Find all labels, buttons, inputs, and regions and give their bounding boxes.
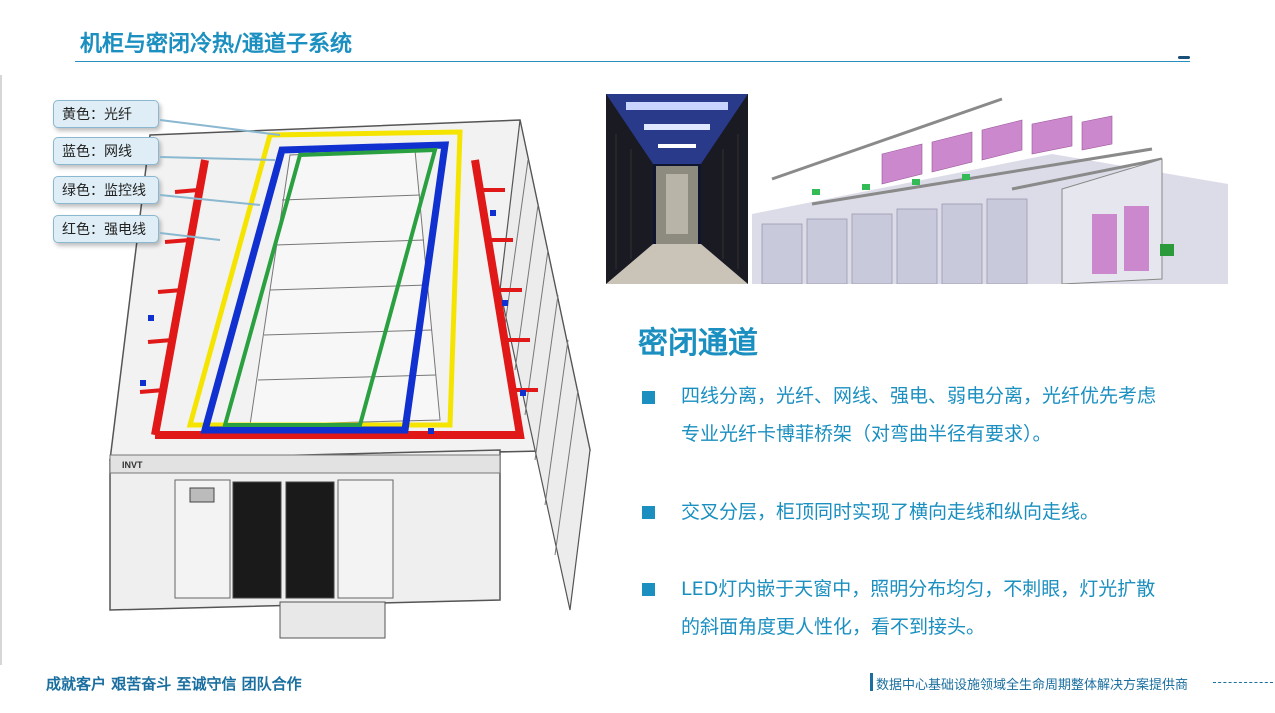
rack-right-side bbox=[499, 119, 591, 611]
bullet-item-1: 四线分离，光纤、网线、强电、弱电分离，光纤优先考虑 专业光纤卡博菲桥架（对弯曲半… bbox=[681, 377, 1241, 453]
bullet-marker-3 bbox=[642, 583, 655, 596]
footer-dotted-rule bbox=[1213, 682, 1273, 683]
bullet-1-line-1: 四线分离，光纤、网线、强电、弱电分离，光纤优先考虑 bbox=[681, 385, 1157, 407]
front-step bbox=[279, 601, 386, 639]
front-door-glass-right bbox=[285, 481, 335, 599]
legend-callout-network: 蓝色：网线 bbox=[53, 137, 159, 165]
bullet-2-line-1: 交叉分层，柜顶同时实现了横向走线和纵向走线。 bbox=[681, 501, 1100, 523]
front-door-glass-left bbox=[232, 481, 282, 599]
front-control-panel bbox=[189, 487, 215, 503]
left-edge-line bbox=[0, 75, 2, 665]
title-tick-mark bbox=[1178, 56, 1190, 59]
legend-callout-power: 红色：强电线 bbox=[53, 215, 159, 243]
rack-top-cabinets bbox=[249, 149, 441, 426]
footer-slogan: 成就客户 艰苦奋斗 至诚守信 团队合作 bbox=[46, 675, 302, 693]
section-heading: 密闭通道 bbox=[638, 326, 758, 361]
bullet-3-line-1: LED灯内嵌于天窗中，照明分布均匀，不刺眼，灯光扩散 bbox=[681, 578, 1156, 600]
yellow-fiber-cable bbox=[186, 129, 463, 428]
rack-cabinet-illustration: INVT bbox=[109, 119, 591, 639]
bullet-marker-2 bbox=[642, 506, 655, 519]
rack-front-strip bbox=[109, 454, 501, 474]
green-monitoring-cable bbox=[222, 147, 438, 427]
rack-right-side-doors bbox=[504, 159, 579, 556]
footer-divider bbox=[870, 673, 873, 691]
blue-port-markers bbox=[140, 210, 526, 434]
bullet-3-line-2: 的斜面角度更人性化，看不到接头。 bbox=[681, 616, 986, 638]
legend-callout-fiber: 黄色：光纤 bbox=[53, 100, 159, 128]
legend-callout-monitoring: 绿色：监控线 bbox=[53, 176, 159, 204]
bullet-item-3: LED灯内嵌于天窗中，照明分布均匀，不刺眼，灯光扩散 的斜面角度更人性化，看不到… bbox=[681, 570, 1241, 646]
red-cable-spurs bbox=[139, 188, 538, 394]
page-title: 机柜与密闭冷热/通道子系统 bbox=[80, 32, 353, 57]
bullet-marker-1 bbox=[642, 391, 655, 404]
bullet-item-2: 交叉分层，柜顶同时实现了横向走线和纵向走线。 bbox=[681, 493, 1241, 531]
rack-brand-mark: INVT bbox=[122, 460, 143, 470]
legend-pointer-lines bbox=[159, 119, 281, 241]
blue-network-cable bbox=[200, 141, 450, 434]
bullet-1-line-2: 专业光纤卡博菲桥架（对弯曲半径有要求）。 bbox=[681, 423, 1052, 445]
front-door-right bbox=[337, 479, 394, 599]
contained-aisle-photo bbox=[606, 94, 748, 284]
footer-tagline: 数据中心基础设施领域全生命周期整体解决方案提供商 bbox=[876, 678, 1189, 693]
aisle-cad-render bbox=[752, 94, 1228, 284]
title-underline bbox=[75, 61, 1190, 62]
